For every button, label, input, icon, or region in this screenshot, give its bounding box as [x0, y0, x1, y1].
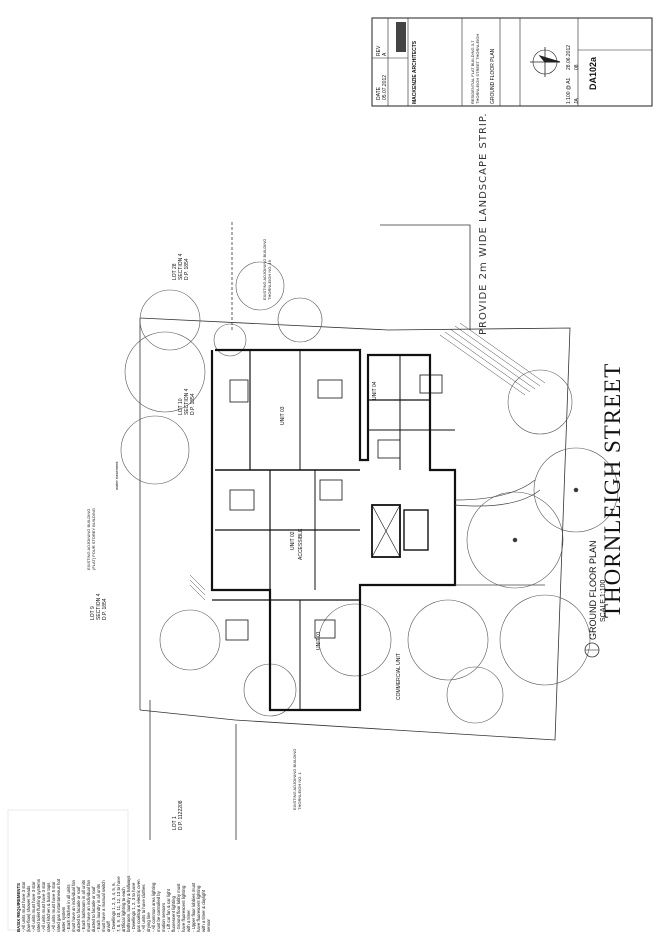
- site-boundary: [139, 222, 571, 840]
- drawn-by: JA: [574, 98, 580, 104]
- north-arrow-icon: [530, 47, 561, 77]
- lot-dp: D.P. 1854: [102, 598, 108, 620]
- notes-box: [7, 809, 129, 931]
- sheet-title: GROUND FLOOR PLAN: [490, 48, 496, 104]
- sheet-date: 28.06.2012: [566, 44, 572, 70]
- drawing-title-icon: [584, 642, 600, 658]
- firm-name: MACKENZIE ARCHITECTS: [412, 40, 418, 104]
- date-value: 05.07.2012: [382, 74, 388, 100]
- project-name: RESIDENTIAL FLAT BUILDING 3-7 THORNLEIGH…: [470, 33, 480, 104]
- title-block: [371, 17, 653, 107]
- unit-label: ACCESSIBLE: [298, 528, 304, 560]
- notes-list: - All units must have 3 star (low-flow) …: [21, 812, 211, 932]
- existing-building-label: EXISTING ADJOINING BUILDING (FLAT) FOUR …: [86, 507, 96, 570]
- job-no: 08: [574, 64, 580, 70]
- drawing-scale: SCALE 1:100: [600, 579, 607, 622]
- ramp-hatch: [189, 322, 546, 601]
- handwritten-note: PROVIDE 2m WIDE LANDSCAPE STRIP.: [478, 112, 489, 335]
- unit-label: UNIT 02: [290, 531, 296, 550]
- building-walls: [210, 348, 457, 712]
- note-line: sensor: [206, 919, 211, 932]
- lot-dp: D.P. 1854: [184, 258, 190, 280]
- existing-building-label: EXISTING ADJOINING BUILDING THORNLEIGH N…: [292, 748, 302, 810]
- rev-value: A: [382, 52, 388, 56]
- basix-notes: BASIX REQUIREMENTS - All units must have…: [16, 812, 211, 932]
- drawing-number: DA102a: [588, 56, 598, 90]
- unit-label: UNIT 01: [316, 631, 322, 650]
- unit-label: UNIT 03: [280, 406, 286, 425]
- lot-dp: D.P. 1854: [190, 393, 196, 415]
- sheet-scale: 1:100 @ A1: [566, 77, 572, 104]
- easement-label: water easement: [114, 461, 119, 490]
- drawing-title: GROUND FLOOR PLAN: [588, 540, 598, 640]
- existing-building-label: EXISTING ADJOINING BUILDING THORNLEIGH N…: [262, 238, 272, 300]
- unit-label: COMMERCIAL UNIT: [396, 653, 402, 700]
- unit-label: UNIT 04: [372, 381, 378, 400]
- driveway: [454, 479, 545, 586]
- tree-canopies: [120, 261, 619, 724]
